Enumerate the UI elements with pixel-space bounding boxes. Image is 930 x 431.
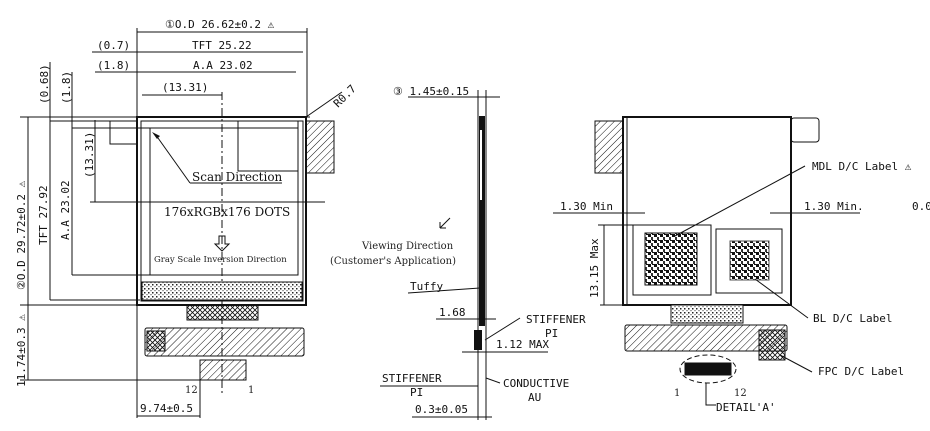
aa-height-dim: A.A 23.02 <box>59 180 72 240</box>
pin-12-front: 12 <box>185 385 198 396</box>
top-offset-tft: (0.68) <box>38 64 51 104</box>
corner-radius: R0.7 <box>331 82 359 110</box>
viewing-direction: Viewing Direction <box>361 241 454 252</box>
customer-application: (Customer's Application) <box>330 256 456 267</box>
active-area <box>149 127 299 276</box>
backlight-strip <box>141 281 303 301</box>
stiffener-bottom-pi: PI <box>410 386 423 399</box>
left-offset-tft: (0.7) <box>97 39 130 52</box>
detail-a-label: DETAIL'A' <box>716 401 776 414</box>
scan-arrow-icon <box>152 132 160 139</box>
conductive-au: AU <box>528 391 541 404</box>
fpc-tab <box>305 120 335 174</box>
mdl-dc-label: MDL D/C Label ⚠ <box>812 160 912 173</box>
od-height-dim: ②O.D 29.72±0.2 ⚠ <box>15 180 28 290</box>
max-1-12: 1.12 MAX <box>496 338 549 351</box>
pin-1-rear: 1 <box>674 388 680 399</box>
left-offset-aa: (1.8) <box>97 59 130 72</box>
rear-view: MDL D/C Label ⚠ 1.30 Min 1.30 Min. 0.0 1… <box>553 116 930 414</box>
center-h-dim: (13.31) <box>162 81 208 94</box>
dim-1-68: 1.68 <box>439 306 466 319</box>
bl-qr-code <box>729 240 770 281</box>
conductive-label: CONDUCTIVE <box>503 377 569 390</box>
rear-fpc-stiffener <box>624 324 788 352</box>
bl-label-box <box>715 228 783 294</box>
stiffener-top-label: STIFFENER <box>526 313 586 326</box>
mdl-qr-code <box>644 232 698 286</box>
fpc-thickness-dim: 0.3±0.05 <box>415 403 468 416</box>
top-offset-aa: (1.8) <box>60 71 73 104</box>
front-view: ①O.D 26.62±0.2 ⚠ (0.7) TFT 25.22 (1.8) A… <box>15 18 359 418</box>
pin-1-front: 1 <box>248 385 254 396</box>
fpc-dc-label: FPC D/C Label <box>818 365 904 378</box>
min-left-dim: 1.30 Min <box>560 200 613 213</box>
min-right-dim: 1.30 Min. <box>804 200 864 213</box>
max-height-dim: 13.15 Max <box>588 238 601 298</box>
resolution-label: 176xRGBx176 DOTS <box>164 205 290 219</box>
gray-scale-label: Gray Scale Inversion Direction <box>154 255 287 265</box>
fpc-connector <box>199 359 247 381</box>
viewing-arrow-icon <box>439 217 451 229</box>
fpc-length-dim: 11.74±0.3 ⚠ <box>15 314 28 387</box>
down-arrow-icon <box>213 235 231 252</box>
stiffener-bottom-label: STIFFENER <box>382 372 442 385</box>
detail-a-circle <box>679 354 737 384</box>
fpc-offset-dim: 9.74±0.5 <box>140 402 193 415</box>
side-view: ③ 1.45±0.15 Viewing Direction (Customer'… <box>330 85 586 420</box>
tft-width-dim: TFT 25.22 <box>192 39 252 52</box>
pin-12-rear: 12 <box>734 388 747 399</box>
thickness-dim: ③ 1.45±0.15 <box>393 85 469 98</box>
od-width-dim: ①O.D 26.62±0.2 ⚠ <box>165 18 275 31</box>
panel-profile <box>479 116 485 326</box>
fpc-stiffener <box>144 327 305 357</box>
scan-direction-label: Scan Direction <box>192 170 283 184</box>
stiffener-top-pi: PI <box>545 327 558 340</box>
aa-width-dim: A.A 23.02 <box>193 59 253 72</box>
bl-dc-label: BL D/C Label <box>813 312 892 325</box>
mdl-label-box <box>632 224 712 296</box>
center-v-dim: (13.31) <box>83 132 96 178</box>
tuffy-label: Tuffy <box>410 280 443 293</box>
tft-height-dim: TFT 27.92 <box>37 185 50 245</box>
cut-value: 0.0 <box>912 200 930 213</box>
